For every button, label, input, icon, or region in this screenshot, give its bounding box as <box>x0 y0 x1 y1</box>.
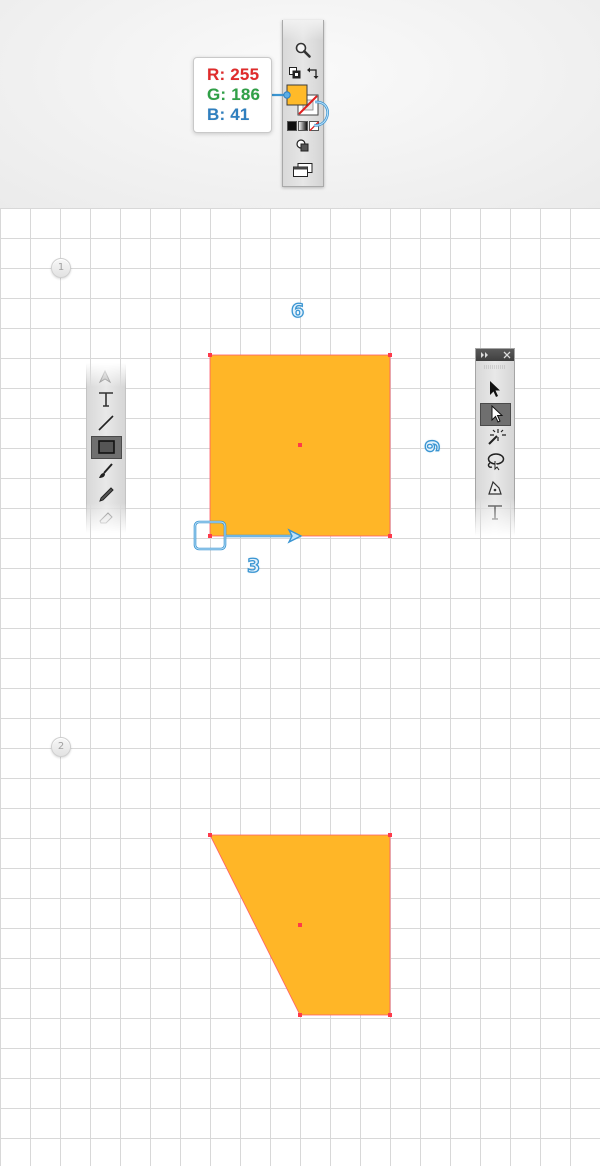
line-tool-icon[interactable] <box>97 414 115 432</box>
rectangle-tool-selected[interactable] <box>91 436 122 459</box>
anchor-point <box>208 833 212 837</box>
anchor-point <box>208 353 212 357</box>
step-2-badge: 2 <box>51 737 71 757</box>
anchor-point <box>388 1013 392 1017</box>
anchor-point <box>388 534 392 538</box>
width-measurement: 6 <box>290 299 305 322</box>
selection-tool-icon[interactable] <box>487 380 503 398</box>
magic-wand-tool-icon[interactable] <box>486 428 506 446</box>
type-tool-icon[interactable] <box>486 503 504 521</box>
anchor-point <box>388 833 392 837</box>
tools-panel <box>282 20 324 187</box>
step-1-badge: 1 <box>51 258 71 278</box>
height-measurement: 6 <box>420 439 443 454</box>
zoom-tool-icon[interactable] <box>294 41 312 59</box>
drawing-tools-panel <box>86 363 126 533</box>
close-icon[interactable] <box>503 351 511 359</box>
offset-measurement: 3 <box>246 554 261 577</box>
swap-fill-stroke-icon[interactable] <box>307 66 320 79</box>
default-fill-stroke-icon[interactable] <box>289 67 301 79</box>
type-tool-icon[interactable] <box>97 390 115 408</box>
panel-titlebar <box>476 349 514 361</box>
green-value: G: 186 <box>207 85 261 104</box>
center-point <box>298 443 302 447</box>
rgb-color-callout: R: 255 G: 186 B: 41 <box>193 57 272 133</box>
pen-tool-icon[interactable] <box>97 367 115 385</box>
collapse-icon[interactable] <box>480 351 490 359</box>
selection-tools-panel <box>475 348 515 537</box>
trapezoid-shape[interactable] <box>205 830 397 1022</box>
blue-value: B: 41 <box>207 105 250 124</box>
swap-annotation-arrow <box>313 100 329 127</box>
anchor-point <box>388 353 392 357</box>
lasso-tool-icon[interactable] <box>485 452 505 471</box>
paintbrush-tool-icon[interactable] <box>97 462 115 480</box>
pen-tool-icon[interactable] <box>486 479 504 497</box>
direct-selection-tool-selected[interactable] <box>480 403 511 426</box>
direct-selection-tool-icon <box>491 404 504 423</box>
anchor-point <box>298 1013 302 1017</box>
anchor-point <box>208 534 212 538</box>
panel-grip[interactable] <box>484 365 506 369</box>
red-value: R: 255 <box>207 65 260 84</box>
screen-mode-icon[interactable] <box>293 163 313 177</box>
anchor-move-annotation <box>193 520 303 551</box>
eraser-tool-icon[interactable] <box>97 509 115 527</box>
rectangle-tool-icon <box>98 440 115 454</box>
center-point <box>298 923 302 927</box>
drawing-mode-icon[interactable] <box>296 139 310 153</box>
pencil-tool-icon[interactable] <box>97 486 115 504</box>
panel-fade <box>283 20 323 40</box>
square-shape[interactable] <box>205 350 397 542</box>
callout-connector <box>270 91 291 99</box>
